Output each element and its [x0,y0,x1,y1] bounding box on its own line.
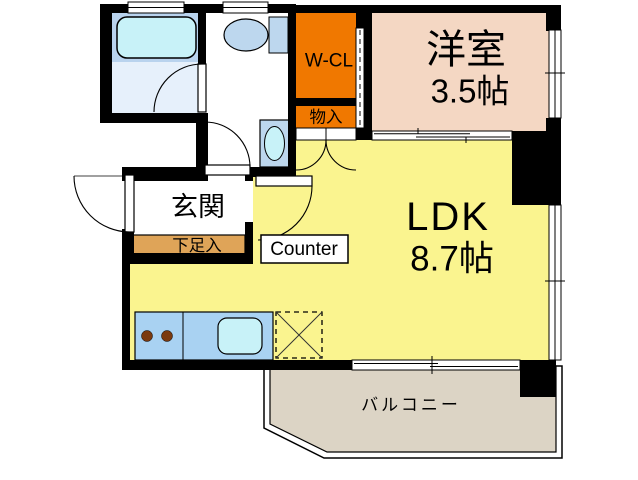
wall-segment [198,4,206,64]
storage-double-door [295,127,357,171]
western-room-label: 洋室 [426,28,506,72]
ldk-label: LDK [406,195,490,239]
wall-segment [250,167,296,177]
shoe-storage-label: 下足入 [172,237,222,255]
window [545,29,565,119]
walk-in-closet-label: W-CL [305,51,353,72]
entrance-door [73,174,135,233]
wall-segment [122,167,206,181]
wall-segment [288,5,556,13]
appliance-space-dashed [275,311,323,359]
stove-burner-icon [161,330,173,342]
wall-segment [122,360,352,370]
bathtub [116,16,197,59]
wall-segment [122,253,130,370]
storage-floor [296,106,356,128]
wall-segment [546,118,561,132]
washroom-door [204,121,251,176]
washbasin-bowl-icon [264,126,285,161]
storage-label: 物入 [310,108,343,127]
walls [100,4,561,397]
counter-label-box [260,234,349,264]
wall-segment [288,4,296,177]
kitchen-sink [217,317,263,355]
bathroom-lower-floor [112,62,200,113]
walk-in-closet-floor [296,13,356,98]
western-room-floor [372,13,549,131]
wall-segment [100,4,112,123]
wall-segment [364,13,372,131]
window [222,1,269,14]
wall-segment [245,222,253,264]
entrance-label: 玄関 [171,192,225,222]
balcony-label: バルコニー [361,396,461,415]
window [127,1,185,14]
western-room-size: 3.5帖 [431,73,510,110]
toilet-bowl-icon [223,18,269,52]
wall-segment [520,360,556,397]
wall-segment [122,253,253,264]
wall-segment [546,5,561,31]
window [545,204,565,361]
sliding-door-western-room [371,128,513,143]
ldk-size: 8.7帖 [410,240,494,279]
wall-segment [100,113,208,123]
stove-burner-icon [141,330,153,342]
sliding-door-balcony [351,356,521,374]
counter-label: Counter [270,239,338,260]
bathroom-door [153,63,207,113]
toilet-tank-icon [268,16,289,54]
wall-segment [296,98,356,106]
sliding-door-closet [355,27,365,129]
wall-segment [512,131,561,205]
